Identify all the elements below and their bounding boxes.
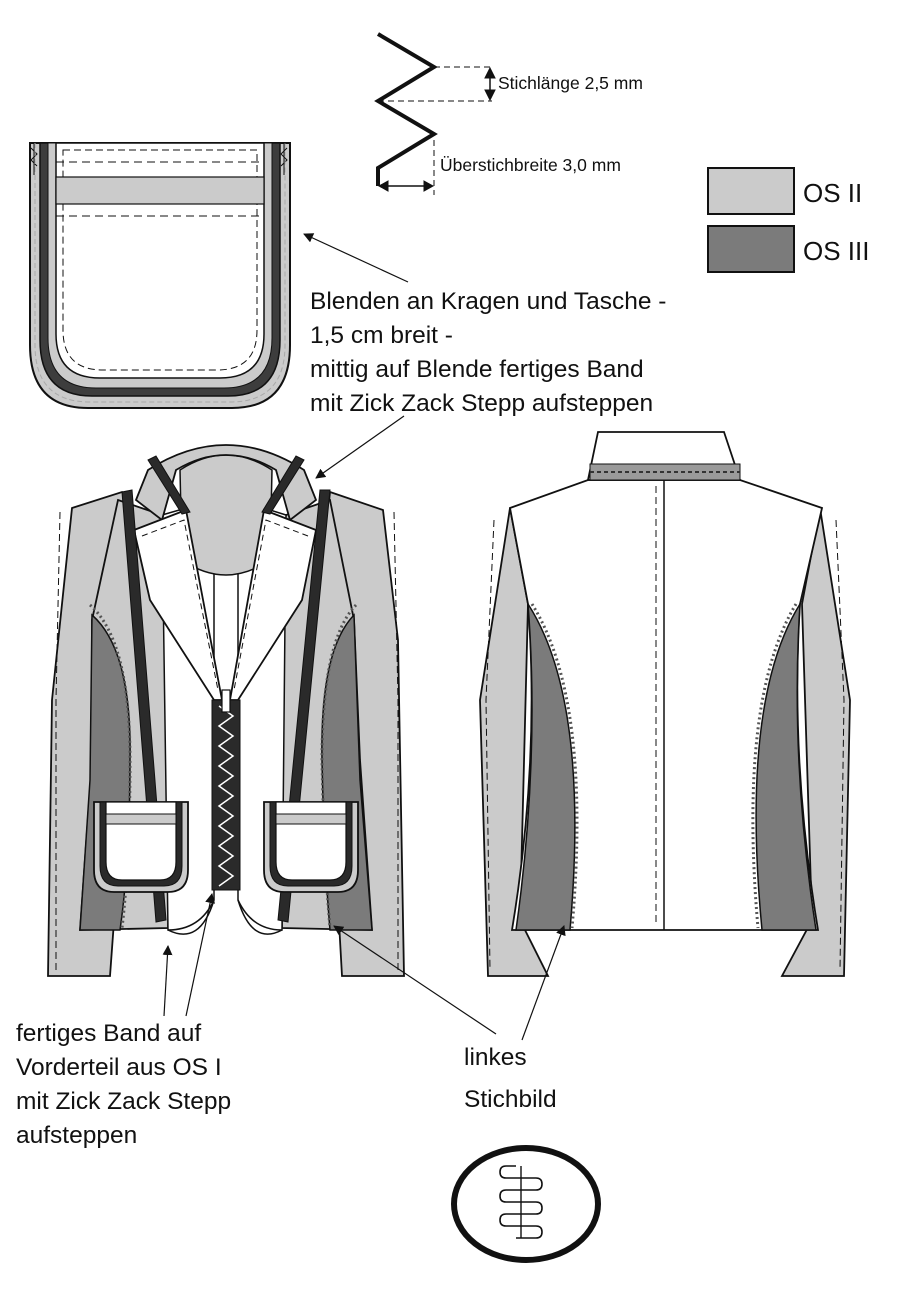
front-band-callout-line: Vorderteil aus OS I xyxy=(16,1054,222,1081)
stitch-length-label: Stichlänge 2,5 mm xyxy=(498,73,643,93)
front-band-callout-line: fertiges Band auf xyxy=(16,1020,202,1047)
facing-callout-line: Blenden an Kragen und Tasche - xyxy=(310,288,667,315)
legend-swatch-os-iii xyxy=(707,225,795,273)
facing-callout-line: 1,5 cm breit - xyxy=(310,322,453,349)
left-stitch-callout-line: linkes xyxy=(464,1044,527,1071)
legend xyxy=(707,167,795,273)
stitch-pattern-symbol xyxy=(451,1145,601,1263)
zigzag-stitch-diagram xyxy=(374,32,496,195)
legend-swatch-os-ii xyxy=(707,167,795,215)
front-band-callout-line: mit Zick Zack Stepp xyxy=(16,1088,232,1115)
stitch-width-label: Überstichbreite 3,0 mm xyxy=(440,155,621,175)
left-stitch-callout-line: Stichbild xyxy=(464,1086,557,1113)
jacket-front-view xyxy=(47,444,405,977)
front-band-callout-line: aufsteppen xyxy=(16,1122,138,1149)
facing-callout-line: mittig auf Blende fertiges Band xyxy=(310,356,644,383)
legend-label-os-ii: OS II xyxy=(803,178,863,208)
facing-callout-line: mit Zick Zack Stepp aufsteppen xyxy=(310,390,654,417)
pocket-detail xyxy=(29,142,291,409)
legend-label-os-iii: OS III xyxy=(803,236,870,266)
callout-leaders xyxy=(162,233,566,1041)
jacket-back-view xyxy=(479,431,851,977)
